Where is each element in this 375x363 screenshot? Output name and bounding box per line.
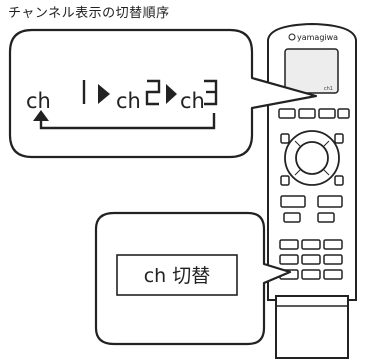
remote-brand-text: yamagiwa — [297, 33, 338, 42]
channel-sequence-callout: ch ch ch — [8, 28, 318, 159]
remote-button[interactable] — [301, 239, 321, 250]
remote-button[interactable] — [301, 269, 321, 280]
loop-back-arrow — [33, 110, 216, 130]
remote-button[interactable] — [323, 269, 343, 280]
remote-middle-buttons — [280, 195, 343, 223]
remote-brand-logo: yamagiwa — [288, 33, 338, 42]
remote-button[interactable] — [323, 239, 343, 250]
remote-button[interactable] — [280, 175, 290, 186]
remote-button[interactable] — [279, 254, 299, 265]
remote-button[interactable] — [318, 108, 336, 119]
remote-display — [284, 48, 339, 94]
remote-button[interactable] — [317, 195, 343, 208]
diagram-caption: チャンネル表示の切替順序 — [8, 6, 170, 21]
remote-side-buttons — [280, 133, 344, 186]
remote-button[interactable] — [317, 212, 335, 223]
remote-lower-grid — [279, 239, 343, 280]
callout-bubble — [8, 28, 318, 159]
remote-dpad[interactable] — [284, 130, 340, 186]
remote-display-value: ch1 — [324, 86, 333, 92]
remote-button[interactable] — [337, 108, 350, 119]
sequence-ch-prefix: ch — [26, 89, 51, 113]
sequence-ch-prefix: ch — [116, 89, 141, 113]
remote-button[interactable] — [280, 133, 290, 144]
remote-button[interactable] — [280, 195, 306, 208]
segment-digit-3 — [204, 79, 218, 106]
remote-button[interactable] — [283, 212, 301, 223]
dpad-center-button[interactable] — [295, 141, 329, 175]
remote-button[interactable] — [298, 108, 316, 119]
remote-button[interactable] — [323, 254, 343, 265]
arrow-up-icon — [33, 110, 49, 121]
ch-switch-callout: ch 切替 — [94, 211, 292, 346]
remote-button[interactable] — [279, 239, 299, 250]
remote-button[interactable] — [334, 133, 344, 144]
remote-button[interactable] — [334, 175, 344, 186]
arrow-right-icon — [98, 84, 110, 104]
remote-top-buttons — [278, 108, 350, 119]
remote-button[interactable] — [278, 108, 296, 119]
ch-switch-label: ch 切替 — [144, 265, 211, 287]
arrow-right-icon — [166, 84, 177, 104]
ch-switch-label-box — [116, 254, 238, 296]
remote-control: yamagiwa ch1 — [267, 22, 357, 359]
remote-button[interactable] — [301, 254, 321, 265]
segment-digit-2 — [145, 79, 161, 106]
sequence-ch-prefix: ch — [180, 89, 205, 113]
